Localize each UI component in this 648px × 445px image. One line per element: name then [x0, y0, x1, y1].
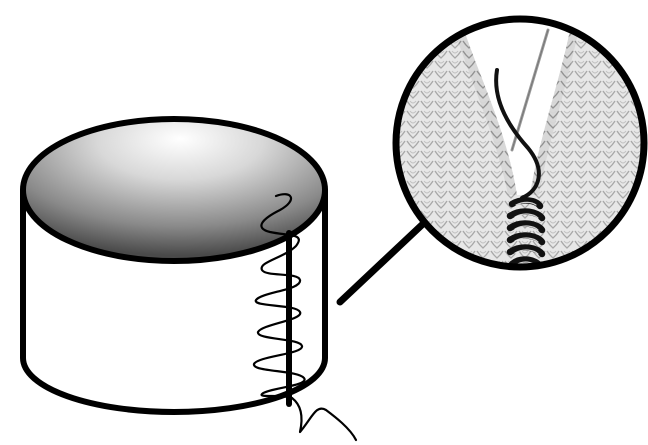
magnifier-ring	[392, 15, 648, 271]
cylinder-top	[20, 116, 328, 264]
cylinder	[20, 116, 328, 415]
twisted-stitches	[506, 197, 546, 267]
magnified-view	[392, 15, 648, 271]
zoom-connector	[336, 218, 429, 306]
needle-thread	[494, 68, 541, 200]
whipstitch-thread	[252, 193, 358, 442]
